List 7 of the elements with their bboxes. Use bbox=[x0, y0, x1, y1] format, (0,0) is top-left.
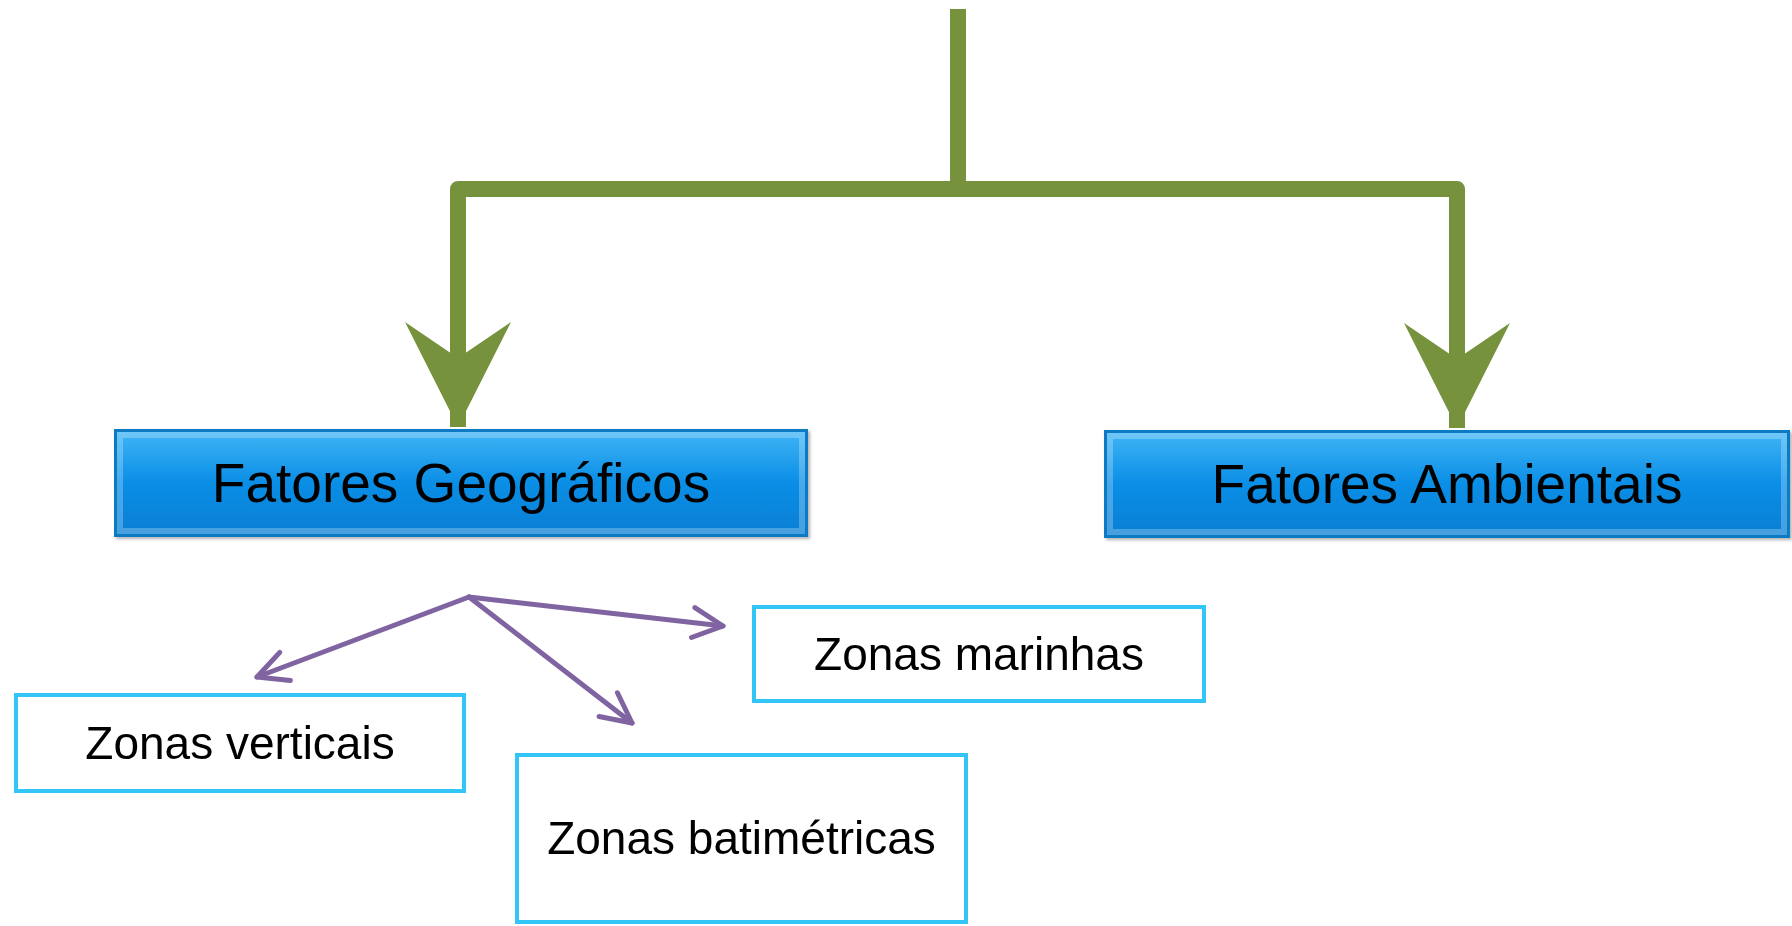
category-box: Fatores Ambientais bbox=[1104, 430, 1790, 538]
topic-box: Zonas verticais bbox=[14, 693, 466, 793]
arrow bbox=[466, 594, 726, 640]
category-box: Fatores Geográficos bbox=[114, 429, 808, 537]
topic-box: Zonas batimétricas bbox=[515, 753, 968, 924]
arrow bbox=[466, 594, 635, 726]
topic-box: Zonas marinhas bbox=[752, 605, 1206, 703]
